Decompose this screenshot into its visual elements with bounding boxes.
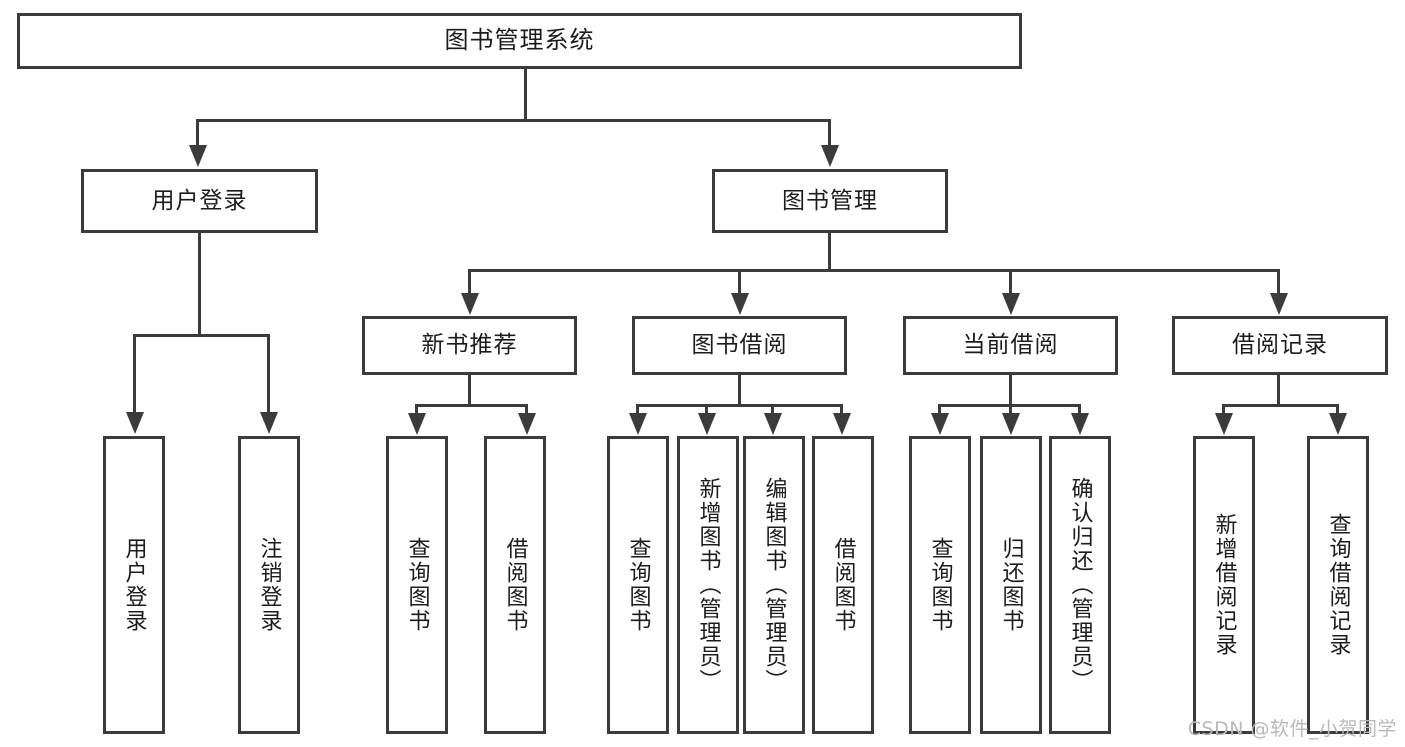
- arrow-current-borrow-to-leaf-3: [1071, 413, 1089, 435]
- node-label: 查询借阅记录: [1325, 513, 1351, 657]
- connector-user-login-to-leaf-2: [267, 334, 270, 414]
- node-label: 借阅记录: [1232, 332, 1328, 359]
- connector-current-borrow-to-leaf-3: [1078, 404, 1081, 415]
- connector-new-book-stem: [468, 375, 471, 407]
- node-label: 借阅图书: [830, 537, 856, 633]
- arrow-current-borrow-to-leaf-2: [1002, 413, 1020, 435]
- arrow-bm-to-new-book: [461, 293, 479, 315]
- connector-bm-to-borrow-record: [1277, 269, 1280, 295]
- node-leaf-query-book-2[interactable]: 查询图书: [607, 436, 669, 734]
- node-label: 确认归还（管理员）: [1067, 477, 1093, 693]
- arrow-bm-to-current-borrow: [1002, 293, 1020, 315]
- node-label: 图书管理: [782, 187, 878, 214]
- arrow-new-book-to-leaf-1: [408, 413, 426, 435]
- arrow-book-borrow-to-leaf-4: [833, 413, 851, 435]
- connector-new-book-to-leaf-1: [415, 404, 418, 415]
- node-leaf-borrow-book-1[interactable]: 借阅图书: [484, 436, 546, 734]
- node-leaf-query-book-1[interactable]: 查询图书: [386, 436, 448, 734]
- arrow-bm-to-borrow-record: [1270, 293, 1288, 315]
- node-label: 归还图书: [998, 537, 1024, 633]
- arrow-new-book-to-leaf-2: [518, 413, 536, 435]
- connector-book-borrow-to-leaf-4: [840, 404, 843, 415]
- connector-bm-to-new-book: [468, 269, 471, 295]
- node-label: 用户登录: [151, 187, 248, 214]
- node-leaf-confirm-return[interactable]: 确认归还（管理员）: [1049, 436, 1111, 734]
- arrow-book-borrow-to-leaf-2: [698, 413, 716, 435]
- arrow-root-to-user-login: [189, 145, 207, 167]
- connector-root-to-user-login: [196, 119, 199, 147]
- node-user-login[interactable]: 用户登录: [81, 169, 318, 233]
- node-label: 新增借阅记录: [1211, 513, 1237, 657]
- node-leaf-logout[interactable]: 注销登录: [238, 436, 300, 734]
- connector-new-book-to-leaf-2: [525, 404, 528, 415]
- connector-borrow-record-to-leaf-2: [1336, 404, 1339, 415]
- connector-bm-to-current-borrow: [1009, 269, 1012, 295]
- node-current-borrow[interactable]: 当前借阅: [903, 316, 1118, 375]
- node-label: 查询图书: [625, 537, 651, 633]
- node-label: 新书推荐: [421, 332, 518, 359]
- arrow-book-borrow-to-leaf-3: [764, 413, 782, 435]
- arrow-root-to-book-management: [821, 145, 839, 167]
- connector-book-borrow-to-leaf-1: [636, 404, 639, 415]
- connector-new-book-bus: [415, 404, 528, 407]
- connector-bm-to-book-borrow: [738, 269, 741, 295]
- connector-book-management-bus: [468, 269, 1280, 272]
- connector-root-stem: [524, 69, 527, 119]
- connector-book-management-stem: [828, 233, 831, 270]
- arrow-bm-to-book-borrow: [731, 293, 749, 315]
- connector-borrow-record-to-leaf-1: [1222, 404, 1225, 415]
- connector-current-borrow-stem: [1009, 375, 1012, 407]
- node-label: 编辑图书（管理员）: [761, 477, 787, 693]
- connector-current-borrow-to-leaf-2: [1009, 404, 1012, 415]
- arrow-current-borrow-to-leaf-1: [931, 413, 949, 435]
- node-root-system[interactable]: 图书管理系统: [17, 13, 1022, 69]
- connector-book-borrow-bus: [636, 404, 843, 407]
- connector-root-to-book-management: [828, 119, 831, 147]
- node-label: 图书借阅: [691, 332, 788, 359]
- node-leaf-user-login[interactable]: 用户登录: [103, 436, 165, 734]
- connector-current-borrow-to-leaf-1: [938, 404, 941, 415]
- node-leaf-add-record[interactable]: 新增借阅记录: [1193, 436, 1255, 734]
- node-leaf-query-record[interactable]: 查询借阅记录: [1307, 436, 1369, 734]
- arrow-borrow-record-to-leaf-1: [1215, 413, 1233, 435]
- node-new-book-recommend[interactable]: 新书推荐: [362, 316, 577, 375]
- arrow-user-login-to-leaf-1: [126, 412, 144, 434]
- arrow-book-borrow-to-leaf-1: [629, 413, 647, 435]
- node-label: 借阅图书: [502, 537, 528, 633]
- node-book-management[interactable]: 图书管理: [712, 169, 948, 233]
- node-leaf-return-book[interactable]: 归还图书: [980, 436, 1042, 734]
- node-leaf-edit-book[interactable]: 编辑图书（管理员）: [743, 436, 805, 734]
- arrow-borrow-record-to-leaf-2: [1329, 413, 1347, 435]
- node-label: 注销登录: [256, 537, 282, 633]
- node-label: 用户登录: [121, 537, 147, 633]
- connector-book-borrow-stem: [738, 375, 741, 407]
- node-book-borrow[interactable]: 图书借阅: [632, 316, 847, 375]
- connector-user-login-to-leaf-1: [133, 334, 136, 414]
- node-borrow-record[interactable]: 借阅记录: [1172, 316, 1388, 375]
- node-leaf-add-book[interactable]: 新增图书（管理员）: [677, 436, 739, 734]
- connector-root-bus: [196, 119, 830, 122]
- connector-borrow-record-stem: [1277, 375, 1280, 407]
- node-label: 查询图书: [404, 537, 430, 633]
- connector-borrow-record-bus: [1222, 404, 1339, 407]
- node-label: 图书管理系统: [444, 26, 595, 55]
- connector-user-login-bus: [133, 334, 270, 337]
- node-label: 新增图书（管理员）: [695, 477, 721, 693]
- node-leaf-query-book-3[interactable]: 查询图书: [909, 436, 971, 734]
- arrow-user-login-to-leaf-2: [260, 412, 278, 434]
- watermark-text: CSDN @软件_小贺同学: [1187, 718, 1397, 740]
- connector-user-login-stem: [198, 233, 201, 337]
- node-label: 当前借阅: [962, 332, 1059, 359]
- connector-book-borrow-to-leaf-3: [771, 404, 774, 415]
- node-leaf-borrow-book-2[interactable]: 借阅图书: [812, 436, 874, 734]
- node-label: 查询图书: [927, 537, 953, 633]
- connector-book-borrow-to-leaf-2: [705, 404, 708, 415]
